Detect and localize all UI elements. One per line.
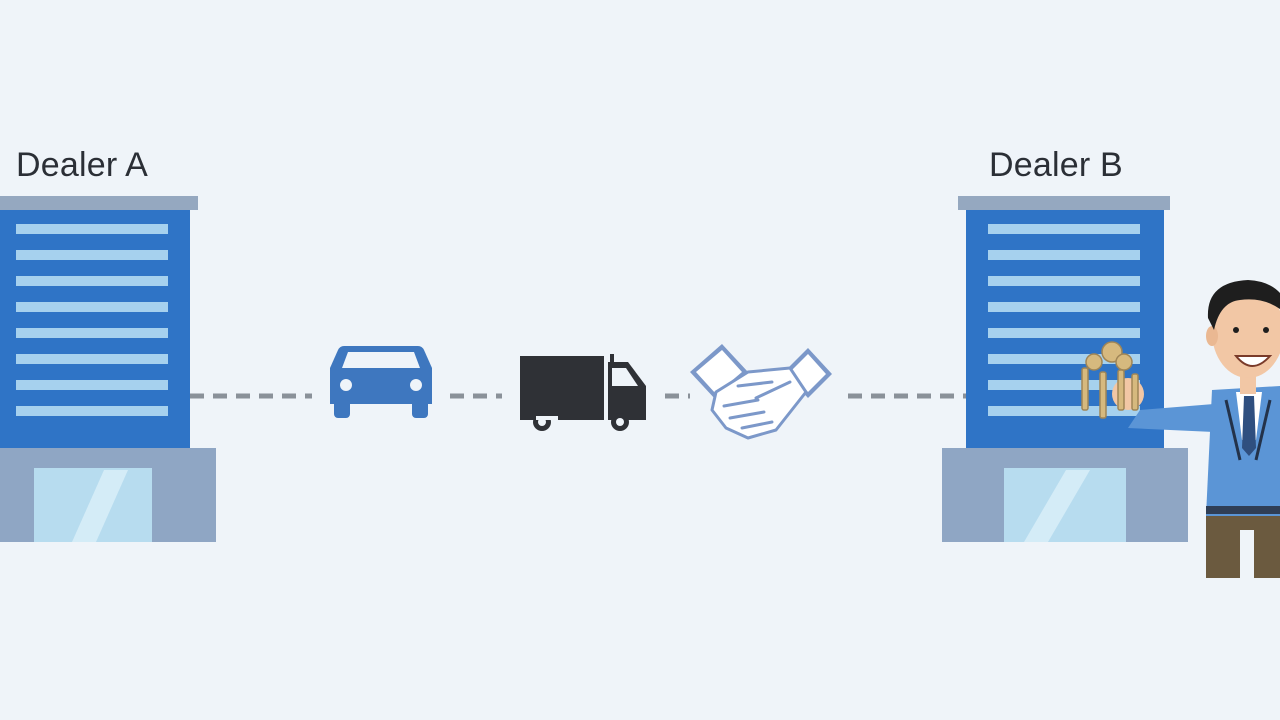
handshake-icon (690, 344, 832, 440)
dealer-a-label: Dealer A (16, 146, 149, 184)
dealer-a-building-icon (0, 196, 216, 542)
dealer-b-label: Dealer B (989, 146, 1123, 184)
delivery-truck-icon (520, 354, 646, 431)
car-keys-icon (1081, 341, 1139, 419)
car-icon (330, 346, 432, 418)
dealer-person-icon (1112, 280, 1280, 578)
dealer-b-building-icon (942, 196, 1188, 542)
